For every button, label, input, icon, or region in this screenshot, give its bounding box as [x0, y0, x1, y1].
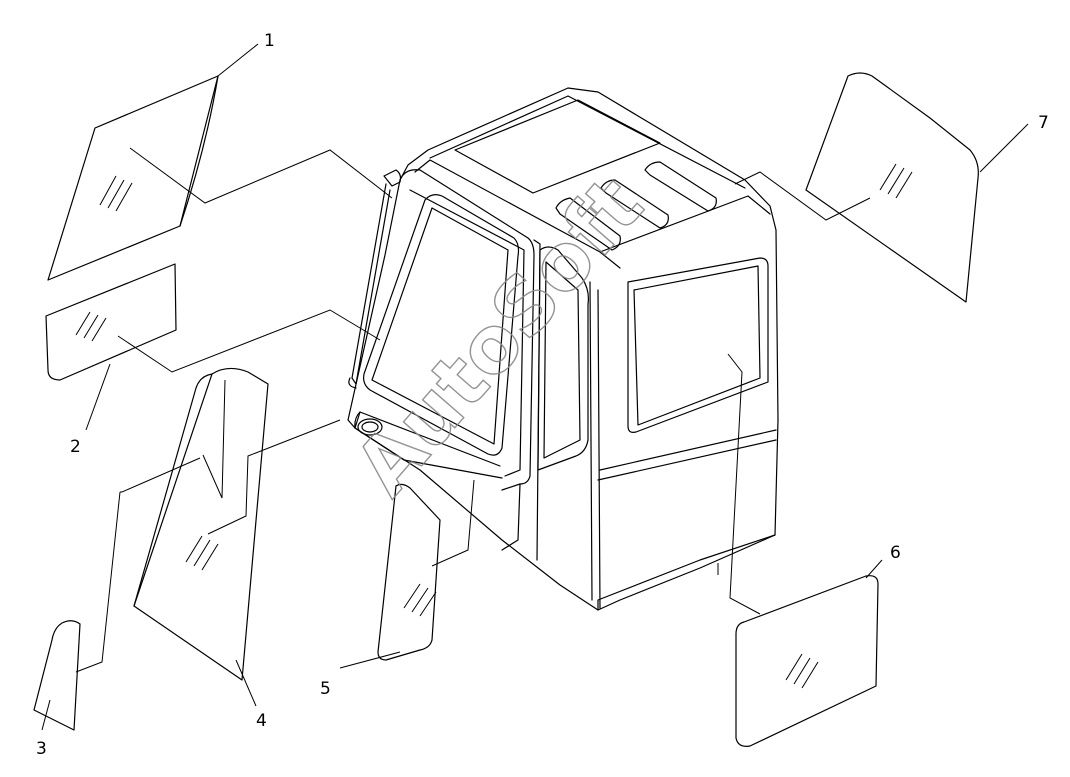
cab-body [347, 87, 779, 611]
part-labels: 1 2 3 4 5 6 7 [36, 31, 1049, 759]
glass-7 [734, 72, 979, 303]
glass-4 [120, 367, 341, 681]
glass-6 [727, 353, 879, 747]
label-glass-1: 1 [264, 31, 275, 51]
label-glass-3: 3 [36, 739, 47, 759]
leader-lines [41, 43, 1029, 731]
label-glass-5: 5 [320, 679, 331, 699]
glass-2 [45, 263, 381, 381]
label-glass-4: 4 [256, 711, 267, 731]
label-glass-7: 7 [1038, 113, 1049, 133]
glass-5 [377, 479, 475, 661]
label-glass-6: 6 [890, 543, 901, 563]
glass-3 [33, 491, 121, 731]
glass-1 [47, 75, 393, 281]
label-glass-2: 2 [70, 437, 81, 457]
